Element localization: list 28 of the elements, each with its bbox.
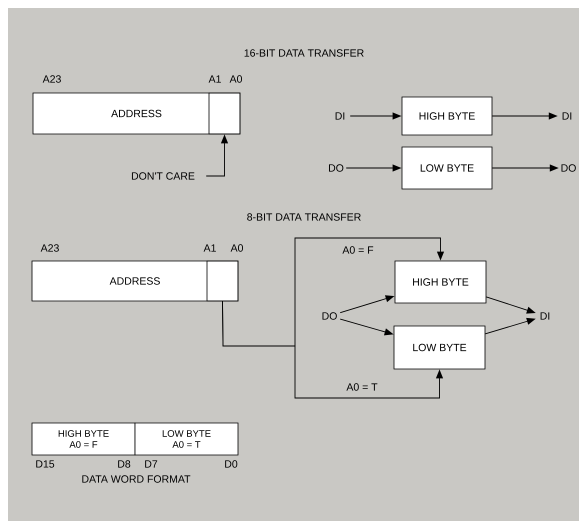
byte-box: LOW BYTE (394, 326, 486, 370)
section-heading: 8-BIT DATA TRANSFER (247, 213, 361, 221)
byte-box: HIGH BYTE (394, 260, 486, 304)
byte-box: LOW BYTE (402, 146, 492, 190)
byte-box: HIGH BYTE (402, 96, 492, 136)
caption: DATA WORD FORMAT (82, 475, 190, 483)
word-field: LOW BYTE A0 = T (134, 422, 238, 456)
signal-name: DO (329, 164, 344, 172)
word-field: HIGH BYTE A0 = F (32, 422, 136, 456)
bit-cell (206, 260, 238, 302)
signal-name: DO (322, 312, 337, 320)
bit-label: A0 (230, 75, 242, 83)
address-register: ADDRESS (32, 260, 238, 302)
bit-label: D8 (118, 460, 130, 468)
signal-name: DO (561, 164, 576, 172)
signal-name: DI (562, 112, 572, 120)
bit-label: A23 (42, 75, 61, 83)
bit-label: D7 (145, 460, 158, 468)
bit-label: A23 (40, 244, 59, 252)
bit-label: A1 (208, 75, 221, 83)
note-text: DON'T CARE (132, 172, 194, 180)
section-heading: 16-BIT DATA TRANSFER (244, 49, 364, 57)
signal-name: DI (540, 312, 550, 320)
bit-label: A1 (204, 244, 216, 252)
signal-name: DI (336, 112, 344, 120)
bit-cell (208, 92, 240, 134)
address-register: ADDRESS (32, 92, 240, 134)
bit-label: A0 (230, 244, 243, 252)
